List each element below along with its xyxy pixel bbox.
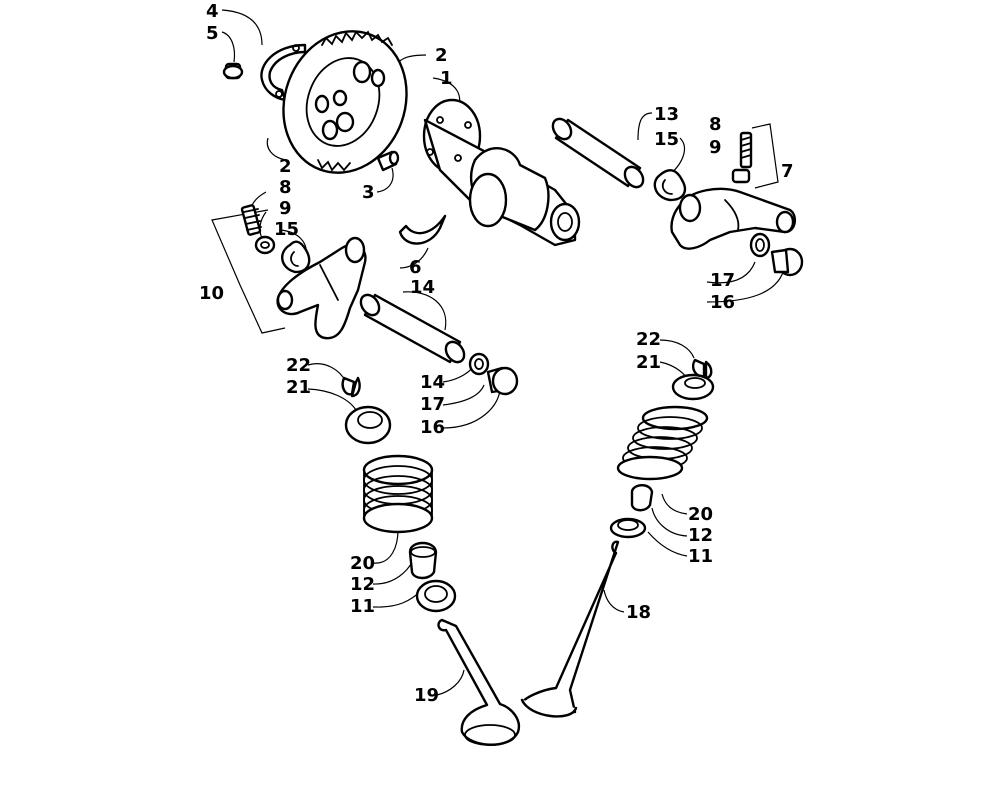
valve-spring-right xyxy=(616,405,709,481)
valve-spring-left xyxy=(362,454,434,534)
retainer-clip-15-right xyxy=(653,169,686,202)
washer-14-lower xyxy=(468,352,490,376)
rocker-shaft-14 xyxy=(359,293,466,364)
callout-labels: 4 5 2 1 2 8 9 15 3 13 15 8 9 7 10 6 14 1… xyxy=(199,1,794,706)
callout-3: 3 xyxy=(362,182,375,203)
rocker-shaft-13 xyxy=(551,117,645,189)
callout-15: 15 xyxy=(274,219,299,240)
valve-18 xyxy=(520,540,620,718)
callout-2: 2 xyxy=(279,156,292,177)
valve-seal-20-right xyxy=(630,484,654,512)
valve-19 xyxy=(437,618,521,746)
callout-2: 2 xyxy=(435,45,448,66)
bracket-7 xyxy=(751,123,779,189)
callout-4: 4 xyxy=(206,1,219,22)
cam-gear-2 xyxy=(282,30,408,174)
spring-seat-11-left xyxy=(415,579,457,613)
callout-20: 20 xyxy=(350,553,375,574)
callout-9: 9 xyxy=(279,198,292,219)
rocker-arm-right xyxy=(670,187,797,250)
callout-12: 12 xyxy=(350,574,375,595)
bolt-16-right xyxy=(770,247,804,277)
callout-21: 21 xyxy=(636,352,661,373)
callout-16: 16 xyxy=(710,292,735,313)
callout-12: 12 xyxy=(688,525,713,546)
callout-9: 9 xyxy=(709,137,722,158)
bolt-5 xyxy=(222,62,244,80)
callout-17: 17 xyxy=(710,270,735,291)
callout-14: 14 xyxy=(410,277,435,298)
dowel-pin-3 xyxy=(376,150,400,172)
camshaft-1 xyxy=(422,98,581,247)
nut-9-right xyxy=(731,168,751,184)
callout-11: 11 xyxy=(688,546,713,567)
clip-6 xyxy=(398,214,447,245)
rocker-arm-left xyxy=(276,236,367,340)
callout-18: 18 xyxy=(626,602,651,623)
callout-6: 6 xyxy=(409,257,422,278)
callout-21: 21 xyxy=(286,377,311,398)
spring-retainer-21-right xyxy=(671,373,715,401)
callout-14: 14 xyxy=(420,372,445,393)
adjuster-screw-8-left xyxy=(240,204,262,236)
callout-11: 11 xyxy=(350,596,375,617)
callout-22: 22 xyxy=(636,329,661,350)
callout-10: 10 xyxy=(199,283,224,304)
callout-16: 16 xyxy=(420,417,445,438)
adjuster-screw-8-right xyxy=(739,131,753,169)
valve-keepers-22-left xyxy=(341,376,361,398)
bolt-16-lower xyxy=(486,366,519,396)
spring-retainer-21-left xyxy=(344,405,392,445)
callout-7: 7 xyxy=(781,161,794,182)
callout-19: 19 xyxy=(414,685,439,706)
callout-8: 8 xyxy=(709,114,722,135)
callout-22: 22 xyxy=(286,355,311,376)
retainer-clip-15-left xyxy=(281,240,311,274)
washer-17-right xyxy=(749,232,771,258)
callout-15: 15 xyxy=(654,129,679,150)
callout-17: 17 xyxy=(420,394,445,415)
callout-1: 1 xyxy=(440,68,453,89)
callout-8: 8 xyxy=(279,177,292,198)
spring-seat-11-right xyxy=(609,517,647,539)
callout-20: 20 xyxy=(688,504,713,525)
nut-9-left xyxy=(254,235,276,255)
callout-5: 5 xyxy=(206,23,219,44)
valve-seal-20-left xyxy=(408,541,438,580)
snap-ring-4 xyxy=(260,43,307,102)
callout-13: 13 xyxy=(654,104,679,125)
